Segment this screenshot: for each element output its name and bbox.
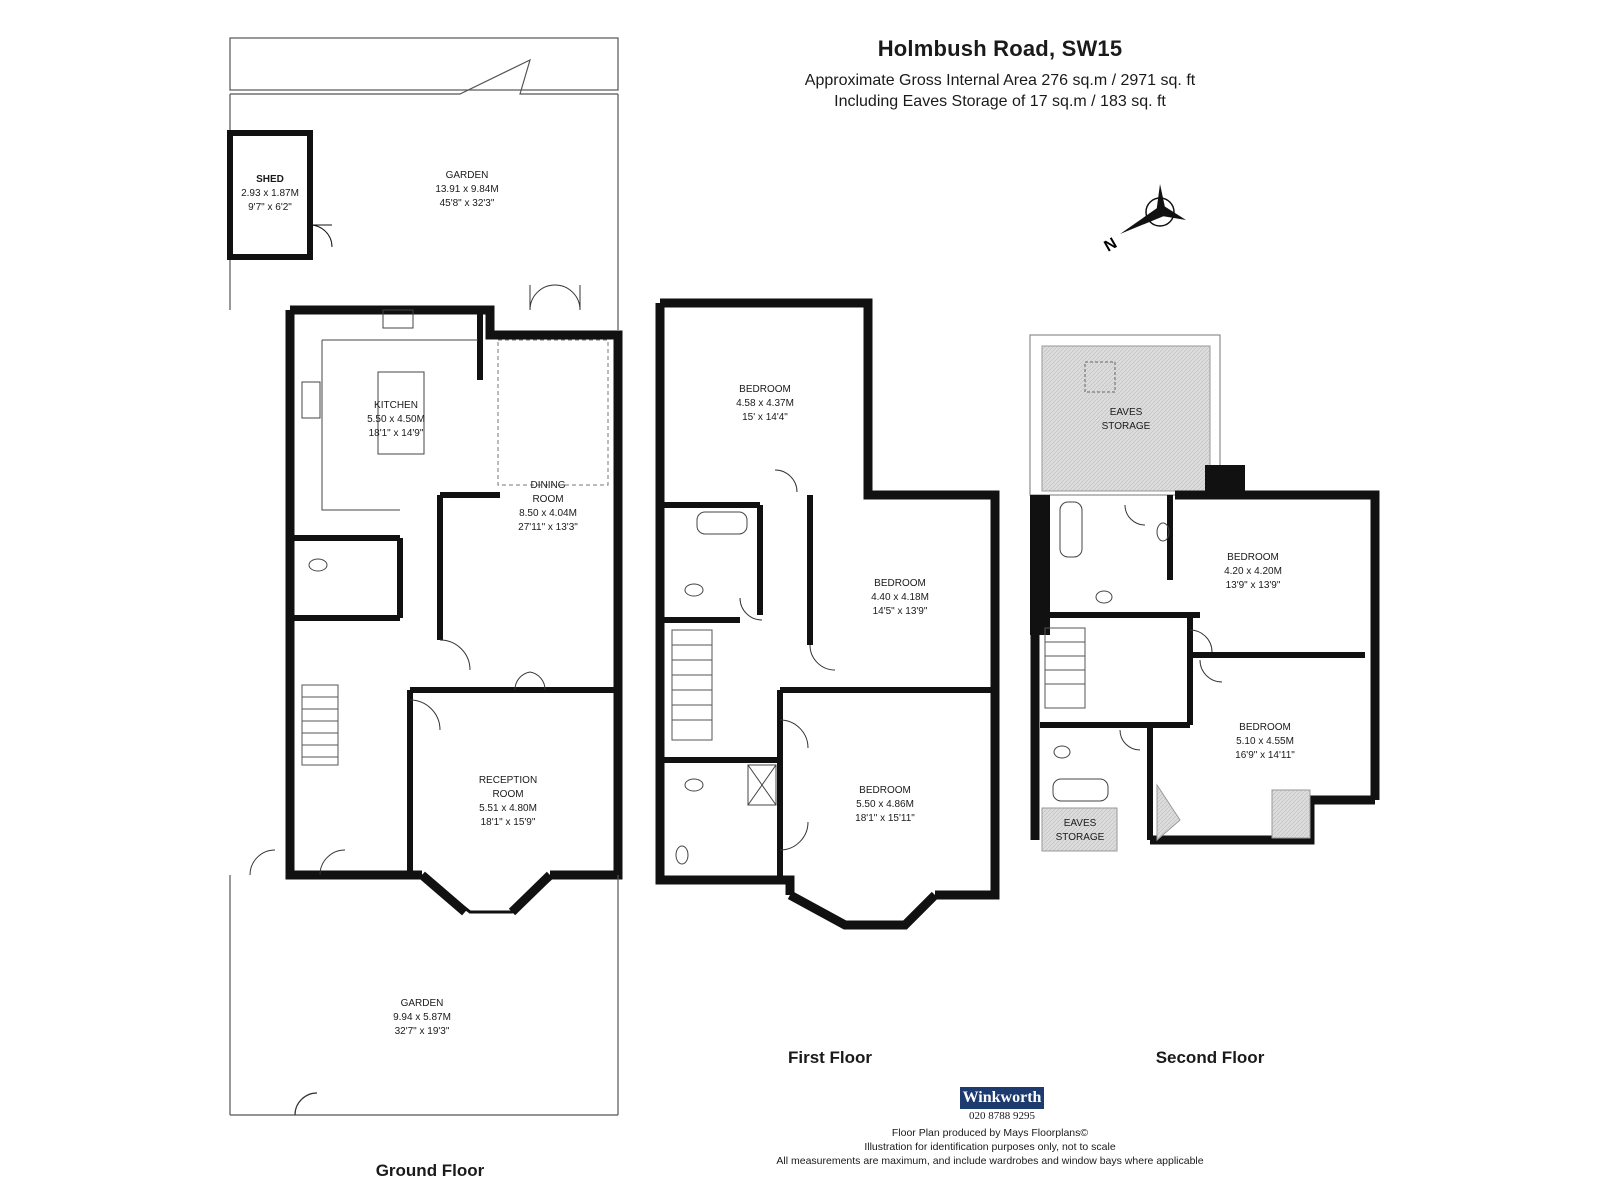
first-bed2-imperial: 14'5" x 13'9": [873, 606, 928, 617]
reception-label-2: ROOM: [492, 789, 523, 800]
front-garden-imperial: 32'7" x 19'3": [395, 1026, 450, 1037]
reception-imperial: 18'1" x 15'9": [481, 817, 536, 828]
north-compass-icon: N: [1102, 184, 1186, 256]
footer-measurements-note: All measurements are maximum, and includ…: [776, 1155, 1204, 1167]
eaves-lower-label-2: STORAGE: [1056, 832, 1105, 843]
second-bed2-metric: 5.10 x 4.55M: [1236, 736, 1294, 747]
dining-label: DINING: [531, 480, 566, 491]
second-bed1-metric: 4.20 x 4.20M: [1224, 566, 1282, 577]
reception-metric: 5.51 x 4.80M: [479, 803, 537, 814]
reception-label: RECEPTION: [479, 775, 537, 786]
footer-credit: Floor Plan produced by Mays Floorplans©: [891, 1127, 1089, 1139]
ground-doors: [249, 284, 581, 876]
ground-stairs: [301, 684, 339, 766]
front-garden-metric: 9.94 x 5.87M: [393, 1012, 451, 1023]
second-fixtures: [1052, 501, 1170, 802]
first-bed3-label: BEDROOM: [859, 785, 911, 796]
reception-bay-window: [421, 873, 556, 914]
kitchen-label: KITCHEN: [374, 400, 418, 411]
front-garden-boundary: [229, 875, 619, 1116]
gross-area-text: Approximate Gross Internal Area 276 sq.m…: [804, 72, 1196, 89]
dining-metric: 8.50 x 4.04M: [519, 508, 577, 519]
rear-garden-imperial: 45'8" x 32'3": [440, 198, 495, 209]
second-floor-label: Second Floor: [1155, 1048, 1265, 1067]
svg-text:N: N: [1102, 235, 1121, 256]
first-bed2-metric: 4.40 x 4.18M: [871, 592, 929, 603]
first-bed2-label: BEDROOM: [874, 578, 926, 589]
ground-floor-plan: SHED 2.93 x 1.87M 9'7" x 6'2" GARDEN 13.…: [227, 37, 623, 1116]
shed-imperial: 9'7" x 6'2": [248, 202, 292, 213]
eaves-upper-label: EAVES: [1110, 407, 1143, 418]
ground-floor-walls: [285, 305, 623, 916]
shed-label: SHED: [256, 174, 284, 185]
ground-internal-walls: [290, 310, 618, 875]
rear-garden-metric: 13.91 x 9.84M: [435, 184, 498, 195]
page-title: Holmbush Road, SW15: [877, 36, 1123, 61]
second-doors: [1119, 504, 1223, 751]
dining-imperial: 27'11" x 13'3": [518, 522, 578, 533]
kitchen-metric: 5.50 x 4.50M: [367, 414, 425, 425]
first-stairs: [671, 629, 713, 741]
second-wall-block-2: [1205, 465, 1245, 495]
eaves-area-text: Including Eaves Storage of 17 sq.m / 183…: [834, 93, 1166, 110]
second-internal-walls: [1040, 495, 1365, 840]
eaves-lower-label: EAVES: [1064, 818, 1097, 829]
eaves-storage-lower: [1041, 807, 1118, 852]
second-bed1-imperial: 13'9" x 13'9": [1226, 580, 1281, 591]
first-floor-plan: BEDROOM 4.58 x 4.37M 15' x 14'4" BEDROOM…: [655, 298, 1000, 930]
first-bed1-metric: 4.58 x 4.37M: [736, 398, 794, 409]
footer-disclaimer: Illustration for identification purposes…: [864, 1141, 1116, 1153]
second-bed2-eaves-right: [1271, 789, 1311, 839]
first-fixtures: [675, 511, 777, 865]
second-wall-block: [1030, 495, 1050, 635]
eaves-storage-upper-outline: [1029, 334, 1221, 496]
winkworth-logo: Winkworth: [960, 1087, 1044, 1109]
ground-wc-toilet: [308, 558, 328, 572]
eaves-storage-upper: [1041, 345, 1211, 492]
second-bed2-imperial: 16'9" x 14'11": [1235, 750, 1295, 761]
kitchen-units: [301, 309, 478, 511]
first-bed1-label: BEDROOM: [739, 384, 791, 395]
rear-garden-label: GARDEN: [446, 170, 489, 181]
agent-phone: 020 8788 9295: [969, 1110, 1035, 1122]
kitchen-imperial: 18'1" x 14'9": [369, 428, 424, 439]
shed-metric: 2.93 x 1.87M: [241, 188, 299, 199]
first-bed3-metric: 5.50 x 4.86M: [856, 799, 914, 810]
shed-outline: [227, 130, 333, 260]
second-bed2-eaves-left: [1156, 783, 1181, 842]
first-floor-walls: [655, 298, 1000, 930]
front-garden-label: GARDEN: [401, 998, 444, 1009]
first-internal-walls: [660, 495, 995, 880]
second-bed1-label: BEDROOM: [1227, 552, 1279, 563]
second-floor-walls: [1030, 490, 1380, 845]
first-bed1-imperial: 15' x 14'4": [742, 412, 788, 423]
dining-roof-light: [497, 339, 609, 486]
first-bed3-imperial: 18'1" x 15'11": [855, 813, 915, 824]
first-floor-label: First Floor: [787, 1048, 873, 1067]
second-stairs: [1044, 627, 1086, 709]
first-doors: [739, 469, 836, 851]
dining-label-2: ROOM: [532, 494, 563, 505]
eaves-upper-label-2: STORAGE: [1102, 421, 1151, 432]
ground-floor-label: Ground Floor: [375, 1161, 485, 1180]
second-floor-plan: EAVES STORAGE BEDROOM 4.20 x 4.20M 13'9"…: [1029, 334, 1380, 852]
second-bed2-label: BEDROOM: [1239, 722, 1291, 733]
